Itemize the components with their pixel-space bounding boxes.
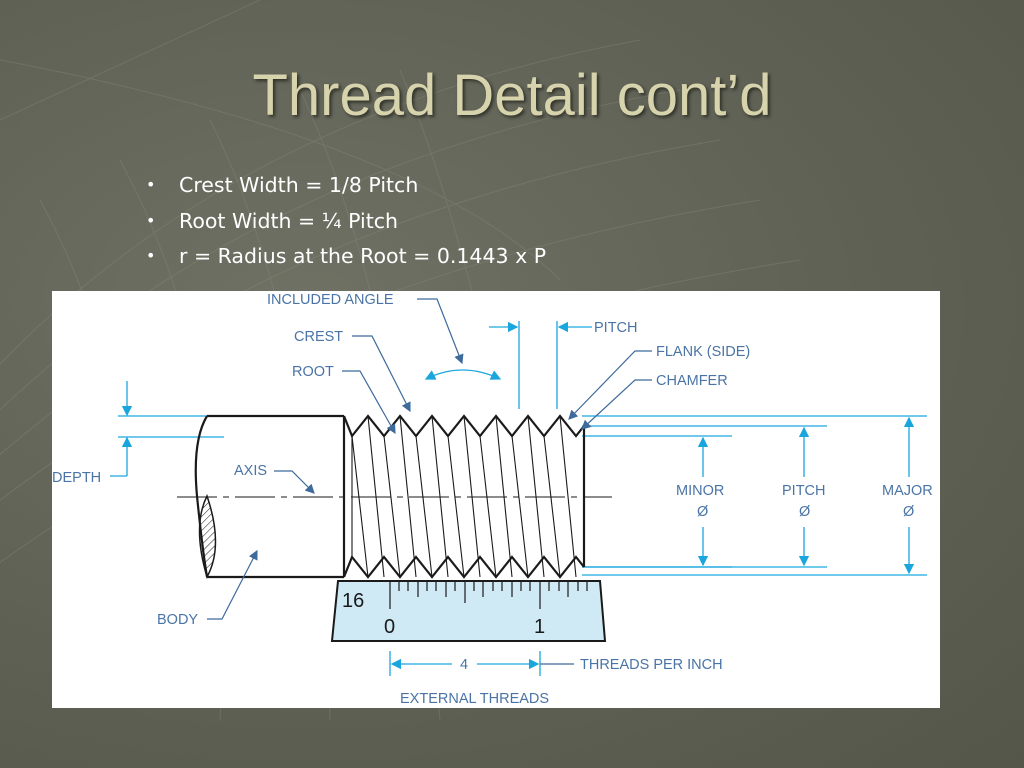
diameter-dimensions bbox=[697, 416, 915, 575]
scale-tick-1: 1 bbox=[534, 616, 545, 638]
included-angle-arc bbox=[424, 369, 502, 380]
bullet-list: • Crest Width = 1/8 Pitch • Root Width = ¼… bbox=[146, 170, 546, 277]
bullet-dot-icon: • bbox=[146, 210, 156, 230]
thread-profile bbox=[342, 414, 586, 579]
bullet-dot-icon: • bbox=[146, 246, 156, 265]
bullet-text: r = Radius at the Root = 0.1443 x P bbox=[179, 244, 547, 268]
label-threads-per-inch: THREADS PER INCH bbox=[580, 657, 723, 673]
label-included-angle: INCLUDED ANGLE bbox=[267, 292, 394, 308]
label-minor: MINOR bbox=[676, 483, 724, 499]
bullet-text: Crest Width = 1/8 Pitch bbox=[179, 173, 419, 197]
label-pitch: PITCH bbox=[594, 320, 638, 336]
label-depth: DEPTH bbox=[52, 470, 101, 486]
depth-dimension bbox=[110, 381, 133, 477]
threads-per-inch-dimension bbox=[389, 651, 574, 676]
label-minor-symbol: Ø bbox=[697, 504, 708, 520]
label-pitch-symbol: Ø bbox=[799, 504, 810, 520]
label-axis: AXIS bbox=[234, 463, 267, 479]
figure-caption: EXTERNAL THREADS bbox=[400, 691, 549, 707]
bullet-dot-icon: • bbox=[146, 175, 156, 194]
bullet-item: • r = Radius at the Root = 0.1443 x P bbox=[146, 241, 546, 277]
thread-scale: 16 0 1 bbox=[330, 580, 607, 642]
label-major: MAJOR bbox=[882, 483, 933, 499]
bullet-item: • Root Width = ¼ Pitch bbox=[146, 206, 546, 242]
label-body: BODY bbox=[157, 612, 198, 628]
bullet-text: Root Width = ¼ Pitch bbox=[179, 208, 399, 233]
bullet-item: • Crest Width = 1/8 Pitch bbox=[146, 170, 546, 206]
label-root: ROOT bbox=[292, 364, 334, 380]
label-chamfer: CHAMFER bbox=[656, 373, 728, 389]
slide-title: Thread Detail cont’d bbox=[252, 63, 772, 128]
label-crest: CREST bbox=[294, 329, 343, 345]
label-flank: FLANK (SIDE) bbox=[656, 344, 750, 360]
scale-tick-0: 0 bbox=[384, 616, 395, 638]
pitch-dimension bbox=[489, 321, 592, 409]
leader-lines bbox=[207, 298, 652, 620]
label-major-symbol: Ø bbox=[903, 504, 914, 520]
scale-number: 16 bbox=[342, 590, 364, 612]
label-pitch-diameter: PITCH bbox=[782, 483, 826, 499]
thread-diagram: 16 0 1 INCLUDED ANGLE CREST ROOT PITCH F… bbox=[52, 291, 940, 708]
label-threads-count: 4 bbox=[460, 657, 468, 673]
